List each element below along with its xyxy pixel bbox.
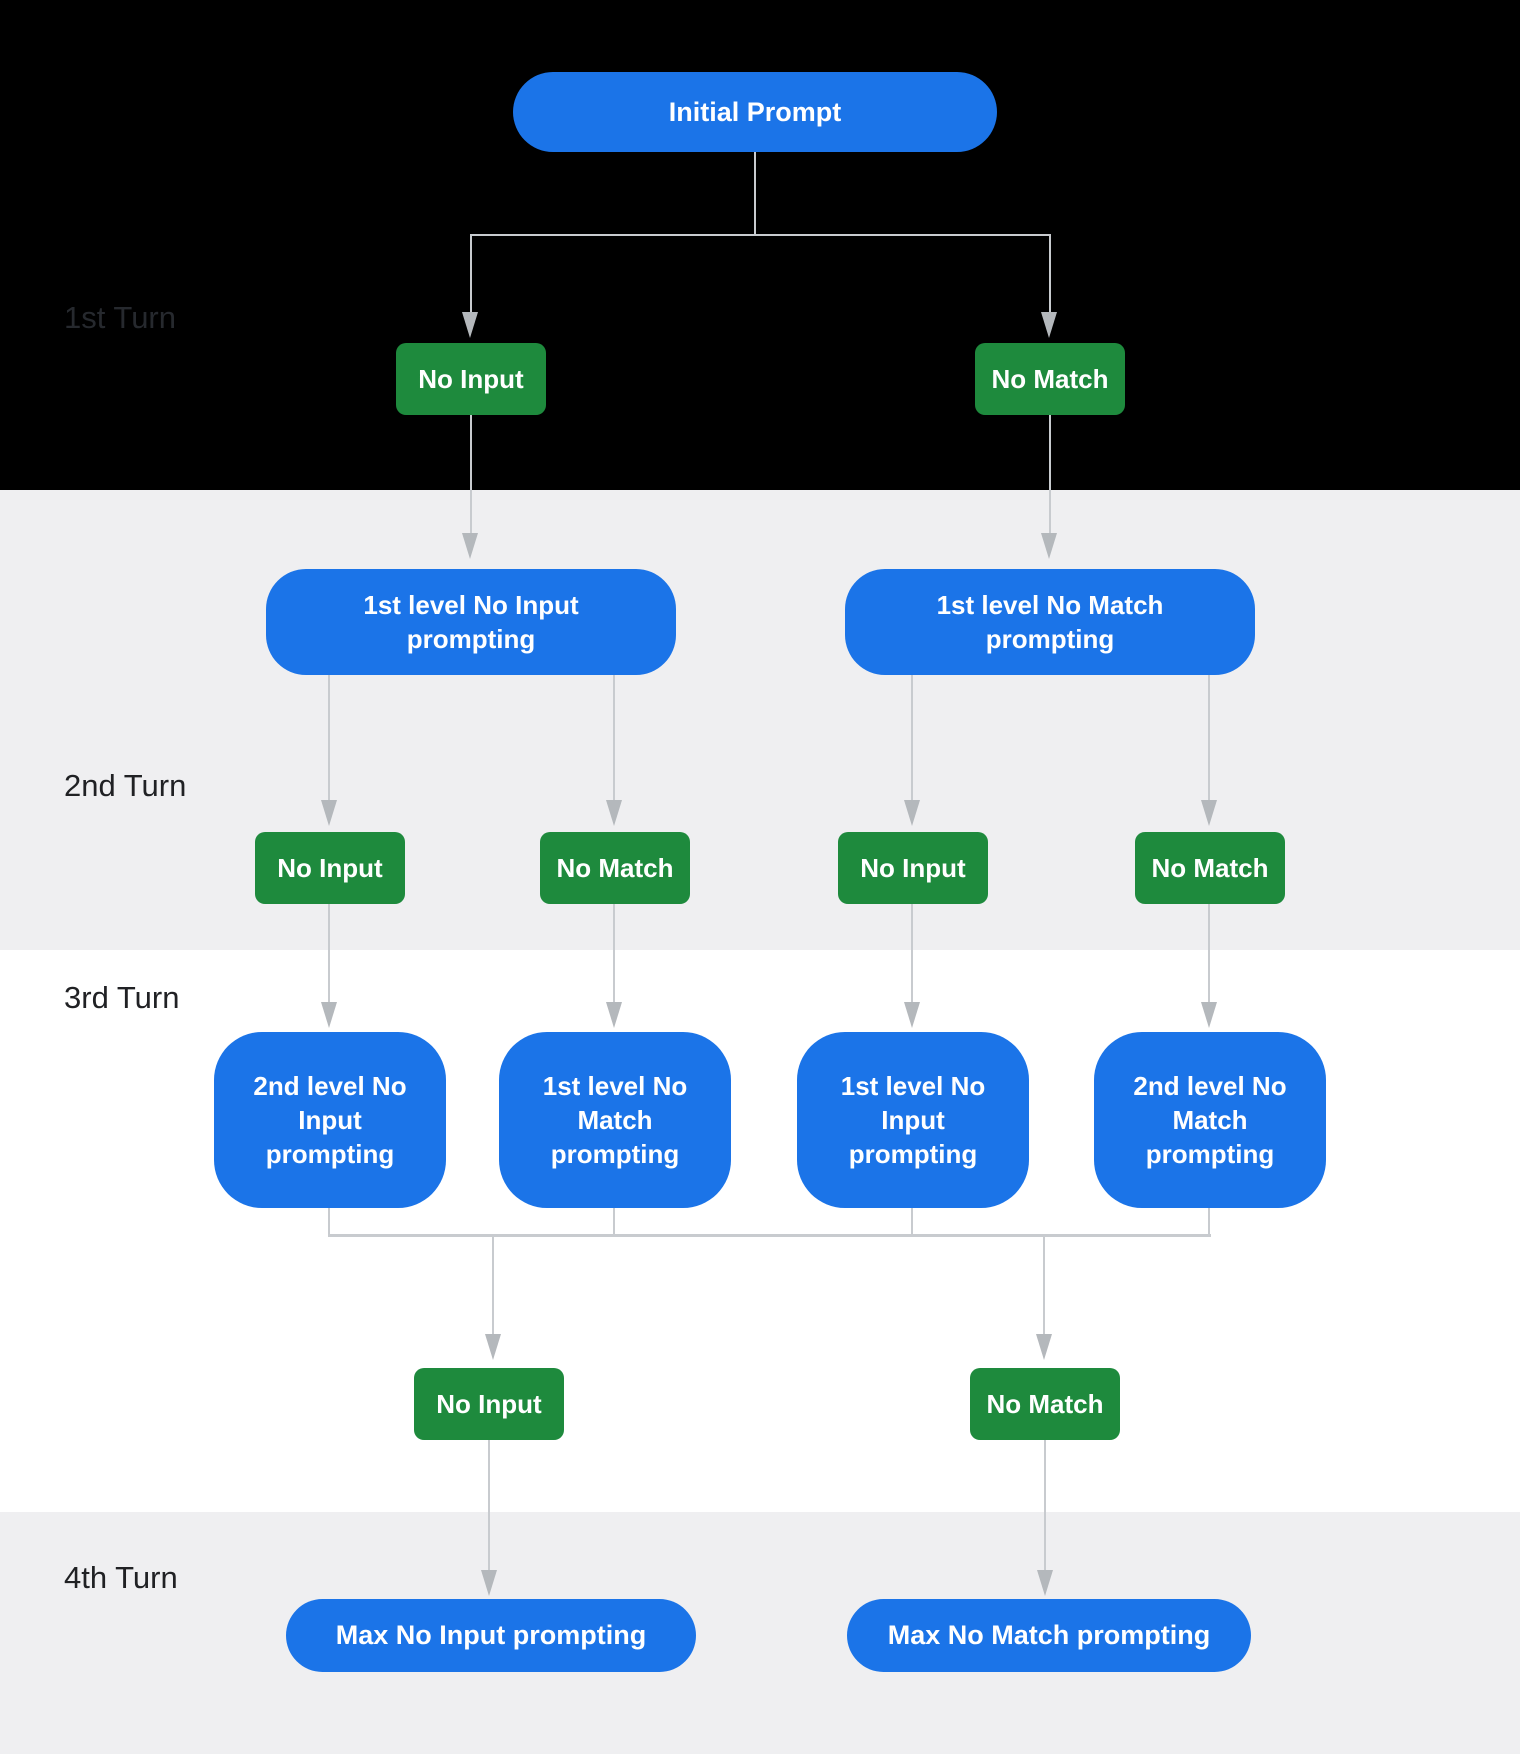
turn-label-4th: 4th Turn [64,1560,178,1595]
arrowhead-down-icon [462,312,478,338]
node-1st-level-no-input-prompting-b: 1st level No Input prompting [797,1032,1029,1208]
node-t1-no-input: No Input [396,343,546,415]
turn-label-2nd: 2nd Turn [64,768,187,803]
node-max-no-input-prompting: Max No Input prompting [286,1599,696,1672]
edge-line [470,415,472,533]
arrowhead-down-icon [1037,1570,1053,1596]
arrowhead-down-icon [462,533,478,559]
edge-line [1208,1208,1210,1236]
turn-label-1st: 1st Turn [64,300,176,335]
edge-line [613,1208,615,1236]
edge-line [1049,415,1051,533]
background-band-4th-turn [0,1512,1520,1754]
node-max-no-match-prompting: Max No Match prompting [847,1599,1251,1672]
node-t1-no-match: No Match [975,343,1125,415]
node-1st-level-no-input-prompting: 1st level No Input prompting [266,569,676,675]
edge-line [328,904,330,1002]
arrowhead-down-icon [904,800,920,826]
arrowhead-down-icon [1041,312,1057,338]
node-t2-no-match-b: No Match [1135,832,1285,904]
node-1st-level-no-match-prompting-b: 1st level No Match prompting [499,1032,731,1208]
edge-line [470,234,472,312]
arrowhead-down-icon [321,800,337,826]
arrowhead-down-icon [606,800,622,826]
edge-line [328,1208,330,1236]
node-t3-no-match: No Match [970,1368,1120,1440]
turn-label-3rd: 3rd Turn [64,980,180,1015]
node-t2-no-input-b: No Input [838,832,988,904]
edge-line [613,904,615,1002]
arrowhead-down-icon [481,1570,497,1596]
edge-line [492,1237,494,1334]
arrowhead-down-icon [1036,1334,1052,1360]
background-band-2nd-turn [0,490,1520,950]
node-t3-no-input: No Input [414,1368,564,1440]
edge-line [328,1234,1211,1237]
arrowhead-down-icon [1201,800,1217,826]
node-t2-no-input-a: No Input [255,832,405,904]
edge-line [1044,1440,1046,1570]
edge-line [754,152,756,236]
edge-line [1208,904,1210,1002]
edge-line [1043,1237,1045,1334]
edge-line [488,1440,490,1570]
edge-line [911,904,913,1002]
arrowhead-down-icon [321,1002,337,1028]
arrowhead-down-icon [1041,533,1057,559]
node-2nd-level-no-match-prompting: 2nd level No Match prompting [1094,1032,1326,1208]
node-initial-prompt: Initial Prompt [513,72,997,152]
arrowhead-down-icon [606,1002,622,1028]
node-2nd-level-no-input-prompting: 2nd level No Input prompting [214,1032,446,1208]
edge-line [1208,675,1210,800]
edge-line [328,675,330,800]
edge-line [613,675,615,800]
arrowhead-down-icon [485,1334,501,1360]
arrowhead-down-icon [1201,1002,1217,1028]
node-1st-level-no-match-prompting: 1st level No Match prompting [845,569,1255,675]
edge-line [911,1208,913,1236]
arrowhead-down-icon [904,1002,920,1028]
edge-line [911,675,913,800]
edge-line [470,234,1050,236]
node-t2-no-match-a: No Match [540,832,690,904]
edge-line [1049,234,1051,312]
